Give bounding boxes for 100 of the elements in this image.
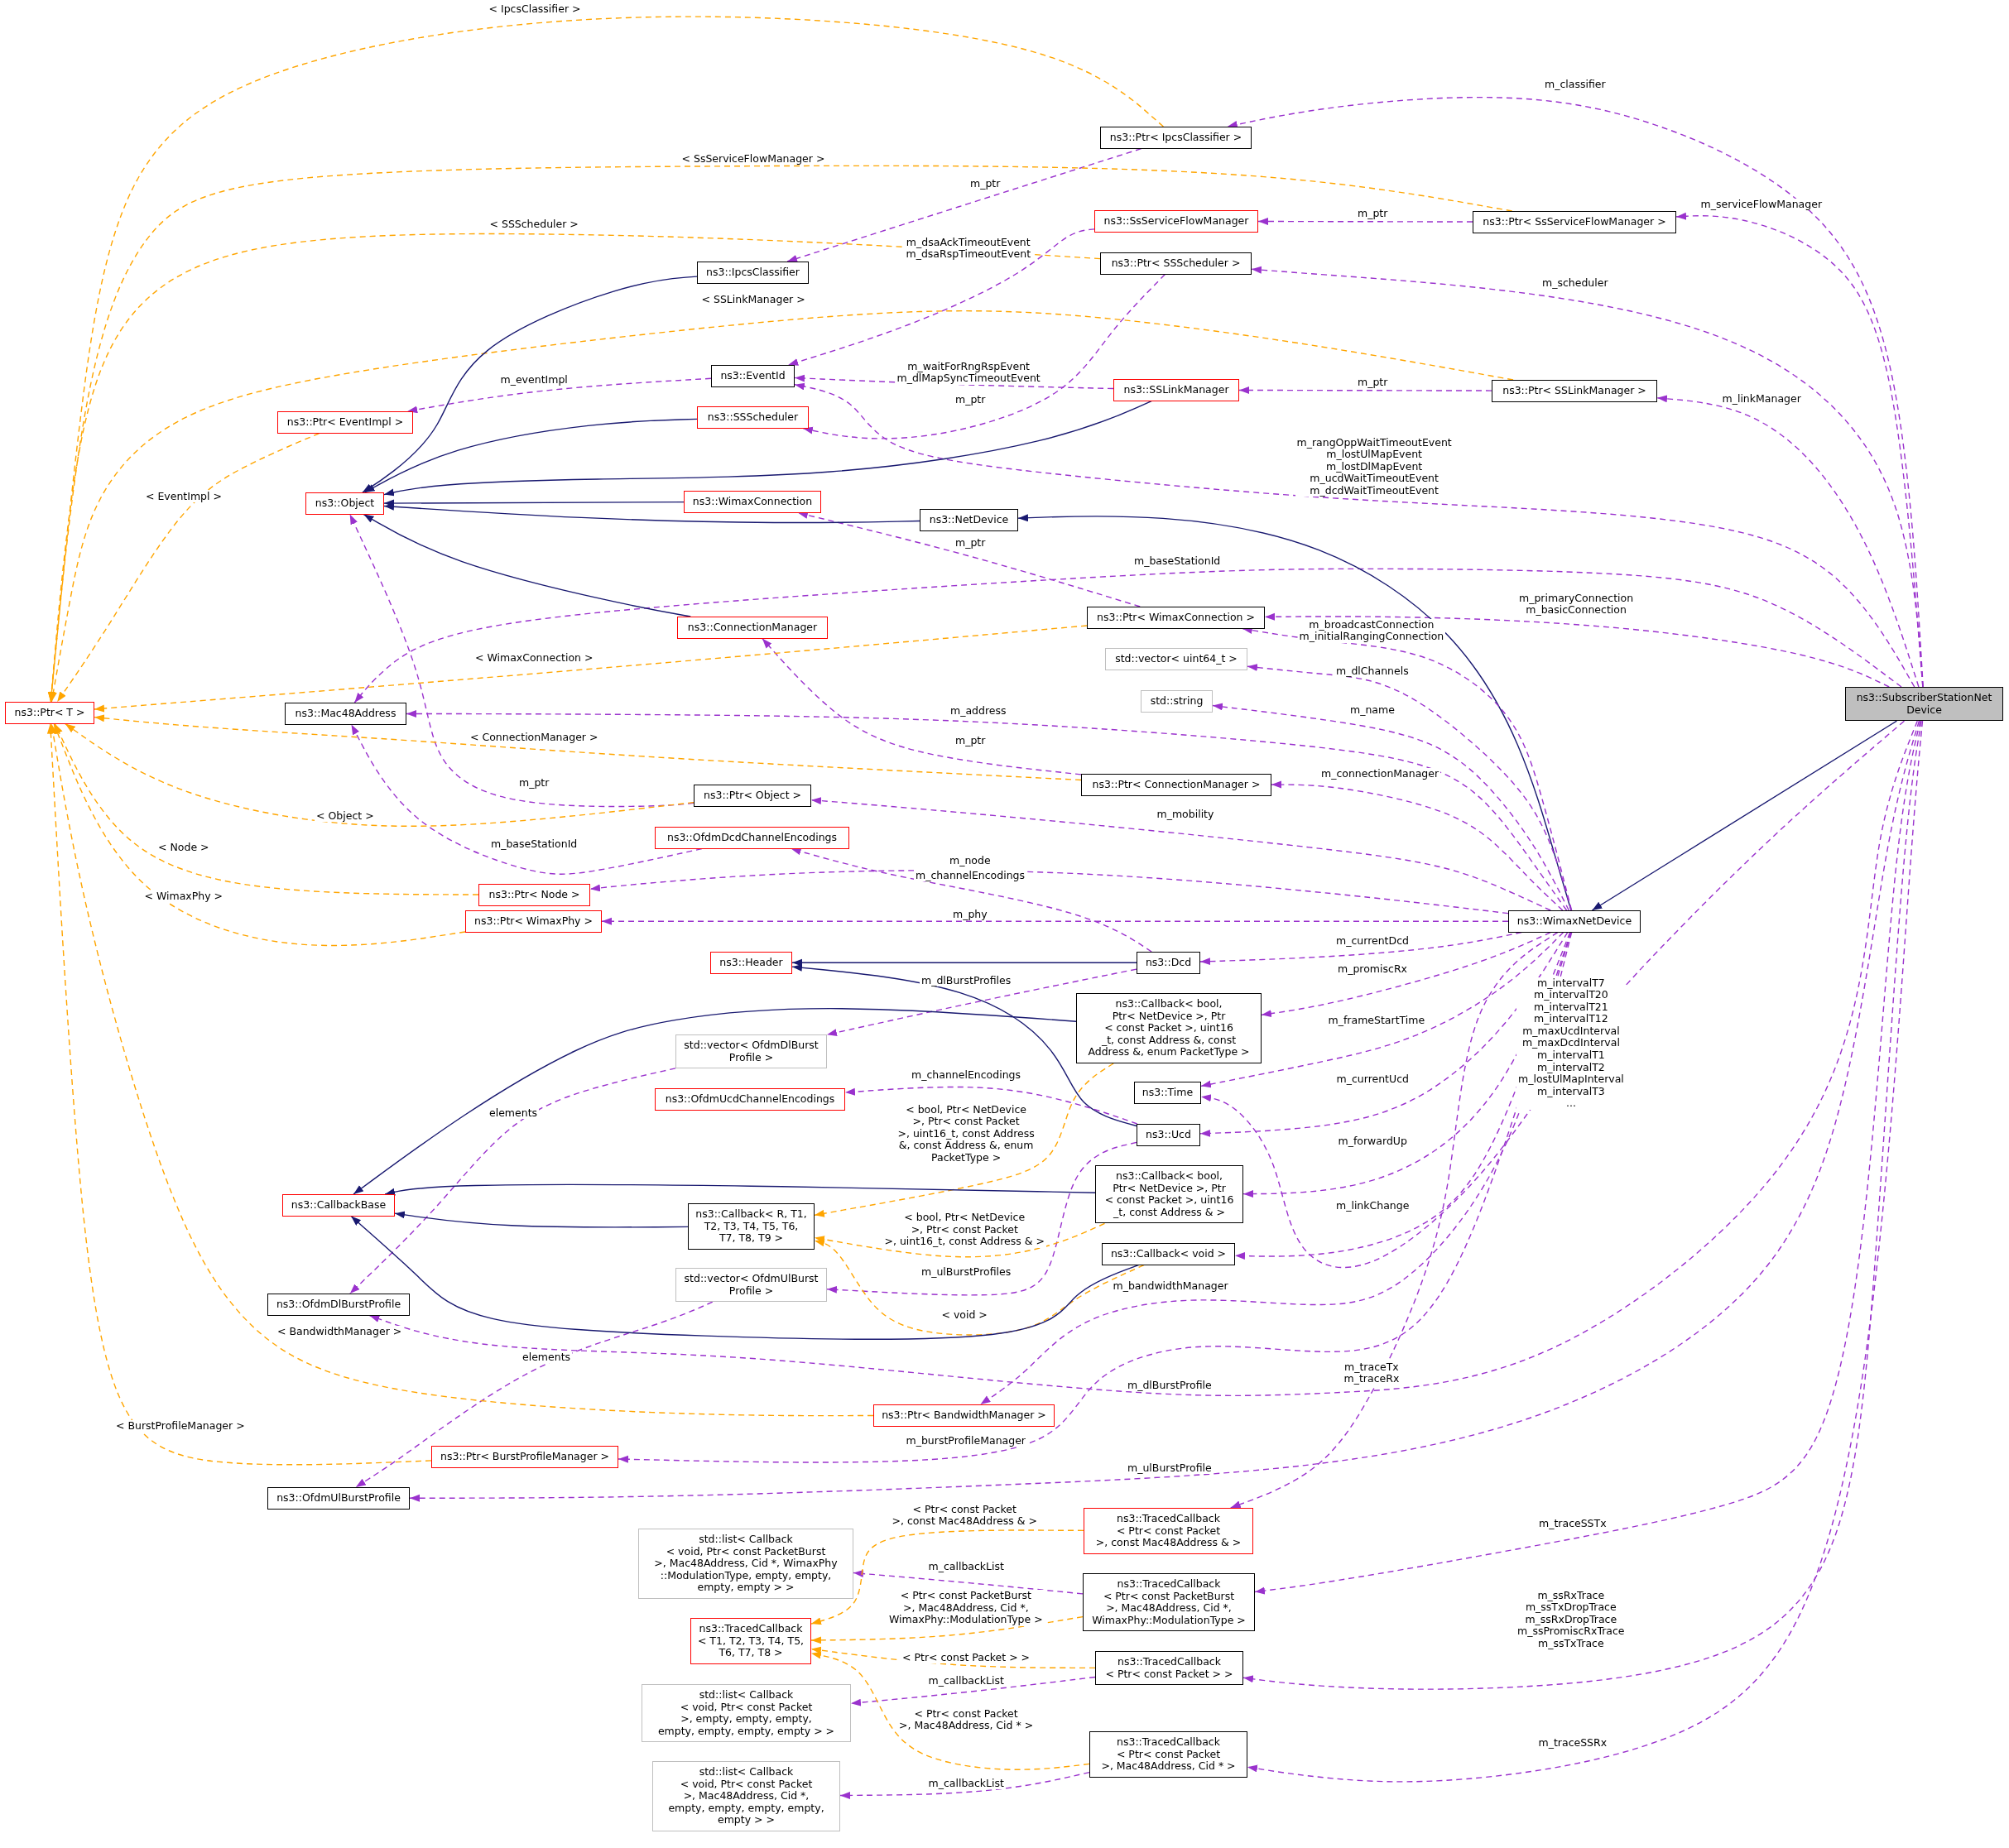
dashed-arrow [844, 1086, 1138, 1125]
edge-label: m_forwardUp [1336, 1135, 1409, 1148]
edge-label: m_connectionManager [1319, 767, 1441, 780]
class-name: std::list< Callback < void, Ptr< const Packet >, empty, empty, empty, empty, empty, empty, empty > > [656, 1689, 836, 1738]
class-box [465, 910, 602, 933]
class-box [642, 1684, 851, 1743]
edge-label: < Ptr< const Packet >, const Mac48Address & > [890, 1503, 1039, 1528]
edge-label: < Object > [315, 809, 376, 823]
dashed-arrow [50, 310, 1514, 703]
class-box [675, 1034, 827, 1069]
edge-label: m_traceSSRx [1536, 1736, 1609, 1750]
dashed-arrow [839, 1771, 1090, 1799]
class-box [1094, 210, 1258, 233]
dashed-arrow [786, 147, 1142, 262]
class-name: ns3::Time [1141, 1087, 1194, 1099]
class-name: ns3::OfdmUlBurstProfile [276, 1492, 401, 1505]
class-name: ns3::WimaxConnection [691, 496, 814, 508]
edge-label: m_frameStartTime [1326, 1014, 1427, 1027]
dashed-arrow [787, 228, 1095, 366]
class-name: ns3::Ptr< SsServiceFlowManager > [1482, 216, 1667, 228]
edge-label: m_currentUcd [1334, 1073, 1411, 1086]
class-name: std::list< Callback < void, Ptr< const Packet >, Mac48Address, Cid *, empty, empty, empty, empty, empty > > [667, 1766, 825, 1826]
class-box [1845, 687, 2003, 722]
class-name: ns3::Ptr< Node > [488, 889, 581, 901]
dashed-arrow [601, 917, 1509, 925]
class-name: std::vector< uint64_t > [1114, 653, 1238, 665]
dashed-arrow [1261, 931, 1551, 1018]
class-name: ns3::Object [314, 497, 376, 510]
class-name: ns3::OfdmDcdChannelEncodings [666, 832, 838, 844]
class-name: ns3::TracedCallback < Ptr< const Packet > > [1104, 1656, 1234, 1681]
edge-label: m_ptr [1356, 207, 1390, 220]
edge-label: m_callbackList [926, 1560, 1006, 1573]
class-box [478, 884, 590, 906]
class-name: ns3::Header [719, 957, 784, 969]
edge-label: m_traceSSTx [1537, 1517, 1608, 1530]
dashed-arrow [54, 722, 479, 895]
edge-label: < Ptr< const PacketBurst >, Mac48Address, Cid *, WimaxPhy::ModulationType > [887, 1590, 1045, 1626]
dashed-arrow [1257, 218, 1473, 226]
class-box [694, 785, 811, 807]
dashed-arrow [1251, 266, 1924, 688]
edge-label: m_dlBurstProfiles [920, 974, 1013, 987]
dashed-arrow [814, 1063, 1114, 1217]
dashed-arrow [1264, 612, 1890, 688]
edge-label: m_ssRxTrace m_ssTxDropTrace m_ssRxDropTrace m_ssPromiscRxTrace m_ssTxTrace [1516, 1589, 1627, 1650]
edge-label: m_scheduler [1540, 276, 1610, 290]
class-name: ns3::Ptr< BurstProfileManager > [440, 1451, 610, 1463]
class-name: ns3::TracedCallback < Ptr< const Packet >, const Mac48Address & > [1094, 1513, 1242, 1549]
edge-label: m_ptr [1356, 376, 1390, 389]
edge-label: m_classifier [1543, 78, 1608, 91]
edge-label: < BurstProfileManager > [114, 1419, 247, 1433]
dashed-arrow [1656, 395, 1920, 688]
class-box [1508, 910, 1641, 933]
edge-label: m_ptr [517, 776, 551, 790]
dashed-arrow [368, 720, 1918, 1397]
edge-label: m_serviceFlowManager [1699, 198, 1824, 211]
dashed-arrow [94, 625, 1088, 713]
arrow [791, 958, 1137, 967]
class-name: ns3::Ptr< T > [13, 707, 86, 719]
edge-label: m_callbackList [926, 1674, 1006, 1687]
dashed-arrow [618, 931, 1572, 1463]
edge-label: m_node [948, 854, 992, 867]
dashed-arrow [589, 870, 1509, 914]
dashed-arrow [353, 568, 1902, 703]
dashed-arrow [1271, 780, 1564, 911]
dashed-arrow [53, 722, 466, 947]
arrow [383, 502, 920, 524]
dashed-arrow [790, 847, 1152, 953]
class-box [1095, 1165, 1243, 1224]
dashed-arrow [1200, 931, 1564, 1088]
class-box [920, 509, 1018, 531]
dashed-arrow [406, 377, 712, 414]
class-name: ns3::SubscriberStationNet Device [1855, 692, 1993, 717]
class-box [710, 952, 792, 974]
edge-label: m_baseStationId [489, 838, 579, 851]
class-name: ns3::Ptr< IpcsClassifier > [1108, 132, 1243, 144]
dashed-arrow [810, 1646, 1096, 1669]
edge-label: m_channelEncodings [910, 1068, 1022, 1082]
class-name: ns3::Ptr< WimaxConnection > [1096, 612, 1256, 624]
class-box [1076, 993, 1262, 1063]
class-box [690, 1618, 811, 1664]
edge-label: < SsServiceFlowManager > [680, 152, 827, 166]
dashed-arrow [853, 1570, 1084, 1595]
class-name: ns3::NetDevice [928, 514, 1010, 526]
dashed-arrow [814, 1239, 1145, 1336]
edge-label: m_intervalT7 m_intervalT20 m_intervalT21 m_intervalT12 m_maxUcdInterval m_maxDcdInterval m_intervalT1 m_intervalT2 m_lostUlMapInterval m_intervalT3 ... [1516, 977, 1626, 1111]
class-name: ns3::TracedCallback < Ptr< const PacketBurst >, Mac48Address, Cid *, WimaxPhy::ModulationType > [1091, 1578, 1247, 1627]
class-name: ns3::Ptr< WimaxPhy > [473, 915, 594, 928]
dashed-arrow [349, 1068, 676, 1294]
edge-label: < bool, Ptr< NetDevice >, Ptr< const Packet >, uint16_t, const Address & > [882, 1212, 1046, 1248]
arrow [363, 513, 691, 617]
class-box [1492, 380, 1657, 402]
arrow [394, 1211, 689, 1228]
class-name: ns3::Mac48Address [294, 708, 397, 720]
class-name: ns3::SsServiceFlowManager [1103, 215, 1250, 228]
dashed-arrow [814, 1222, 1106, 1258]
class-box [688, 1203, 815, 1250]
edge-label: m_bandwidthManager [1111, 1279, 1230, 1293]
class-box [1102, 1243, 1235, 1265]
class-name: ns3::ConnectionManager [686, 622, 819, 634]
class-name: ns3::IpcsClassifier [705, 266, 800, 279]
